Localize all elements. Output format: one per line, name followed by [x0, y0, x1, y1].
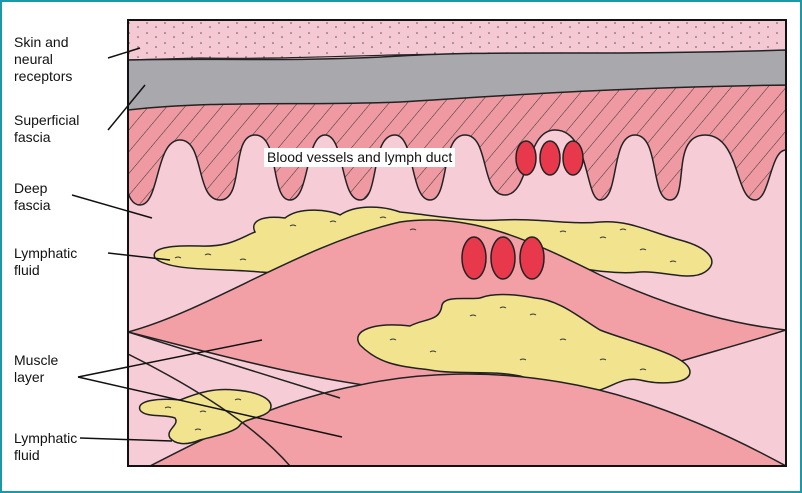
blood-vessels-upper — [516, 141, 583, 175]
label-deep-fascia: Deep fascia — [14, 180, 51, 214]
label-lymphatic-fluid-bottom: Lymphatic fluid — [14, 430, 77, 464]
label-skin: Skin and neural receptors — [14, 34, 72, 85]
label-lymphatic-fluid-top: Lymphatic fluid — [14, 245, 77, 279]
label-muscle-layer: Muscle layer — [14, 352, 58, 386]
label-blood-vessels: Blood vessels and lymph duct — [264, 148, 455, 167]
label-superficial-fascia: Superficial fascia — [14, 112, 79, 146]
blood-vessels-lower — [462, 237, 544, 279]
